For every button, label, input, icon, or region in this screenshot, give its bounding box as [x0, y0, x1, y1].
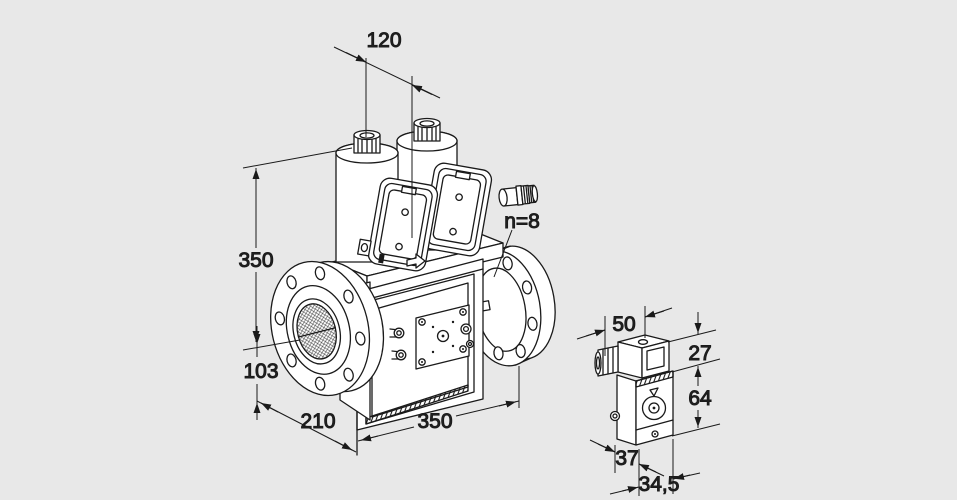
- bolt-hole: [515, 343, 526, 359]
- dim-top-width: 50: [576, 306, 673, 356]
- dim-overall-height: 350: [238, 147, 353, 351]
- cover-screw: [401, 208, 409, 217]
- coil-cap-1: [353, 129, 381, 154]
- dim-label-n8: n=8: [504, 210, 540, 233]
- connector-window: [646, 346, 665, 371]
- detail-body-left-face: [616, 374, 637, 446]
- dim-label-37: 37: [615, 447, 638, 470]
- detail-pointer-mark: [649, 387, 659, 397]
- cable-gland-part: [498, 184, 539, 207]
- dim-bottom-width: 34,5: [609, 439, 701, 497]
- detail-connector-box: [617, 334, 670, 379]
- bolt-hole: [286, 353, 297, 368]
- bolt-count-callout: n=8: [493, 210, 540, 278]
- dim-label-103: 103: [243, 360, 278, 383]
- main-dimensions: 120 350 103 210: [238, 29, 540, 453]
- bolt-hole: [343, 367, 354, 382]
- cover-screw: [449, 227, 457, 236]
- coil-cap-2: [413, 117, 441, 142]
- strainer-mesh: [296, 303, 337, 360]
- bolt-hole: [314, 266, 326, 281]
- flow-direction-arrow: [406, 253, 426, 269]
- detail-dimensions: 50 27 64 37: [576, 306, 721, 497]
- bolt-hole: [521, 280, 533, 295]
- bolt-hole: [343, 289, 354, 304]
- bolt-hole: [286, 275, 297, 290]
- bolt-hole: [354, 331, 366, 346]
- cover-screw: [455, 193, 463, 202]
- detail-body: [609, 370, 674, 446]
- detail-seal-strip: [635, 370, 674, 388]
- inlet-flange: [270, 260, 385, 397]
- cover-clip: [357, 238, 372, 257]
- cover-screw: [395, 242, 403, 251]
- main-valve-drawing: [270, 117, 556, 456]
- connector-top-hole: [637, 339, 649, 345]
- pressure-tap-fittings: [389, 323, 475, 361]
- dim-label-27: 27: [688, 342, 711, 365]
- dim-label-120: 120: [366, 29, 401, 52]
- dim-label-350-height: 350: [238, 249, 273, 272]
- position-mark: [378, 253, 385, 264]
- bolt-hole: [493, 346, 504, 361]
- bolt-hole: [274, 311, 286, 326]
- coil-cover-1: [367, 177, 439, 272]
- dim-connector-height: 27: [667, 312, 717, 366]
- bolt-hole: [314, 376, 326, 391]
- body-hatch-strip: [365, 384, 469, 425]
- dim-label-210: 210: [300, 410, 335, 433]
- dim-body-offset: 210: [256, 400, 357, 453]
- dim-coil-spacing: 120: [333, 29, 441, 238]
- detail-drawing: [594, 334, 674, 446]
- dim-depth: 37: [589, 439, 665, 496]
- dim-body-height: 64: [671, 358, 721, 437]
- dim-label-34-5: 34,5: [639, 473, 680, 496]
- bolt-hole: [502, 256, 513, 271]
- dim-label-64: 64: [688, 387, 712, 410]
- outlet-flange: [464, 245, 556, 367]
- dim-label-350-length: 350: [417, 410, 452, 433]
- dim-axis-height: 103: [243, 326, 279, 420]
- dim-label-50: 50: [612, 313, 635, 336]
- dim-flange-length: 350: [357, 366, 520, 442]
- side-plate: [415, 304, 470, 370]
- bolt-hole: [527, 316, 538, 331]
- detail-cable-gland: [594, 345, 619, 377]
